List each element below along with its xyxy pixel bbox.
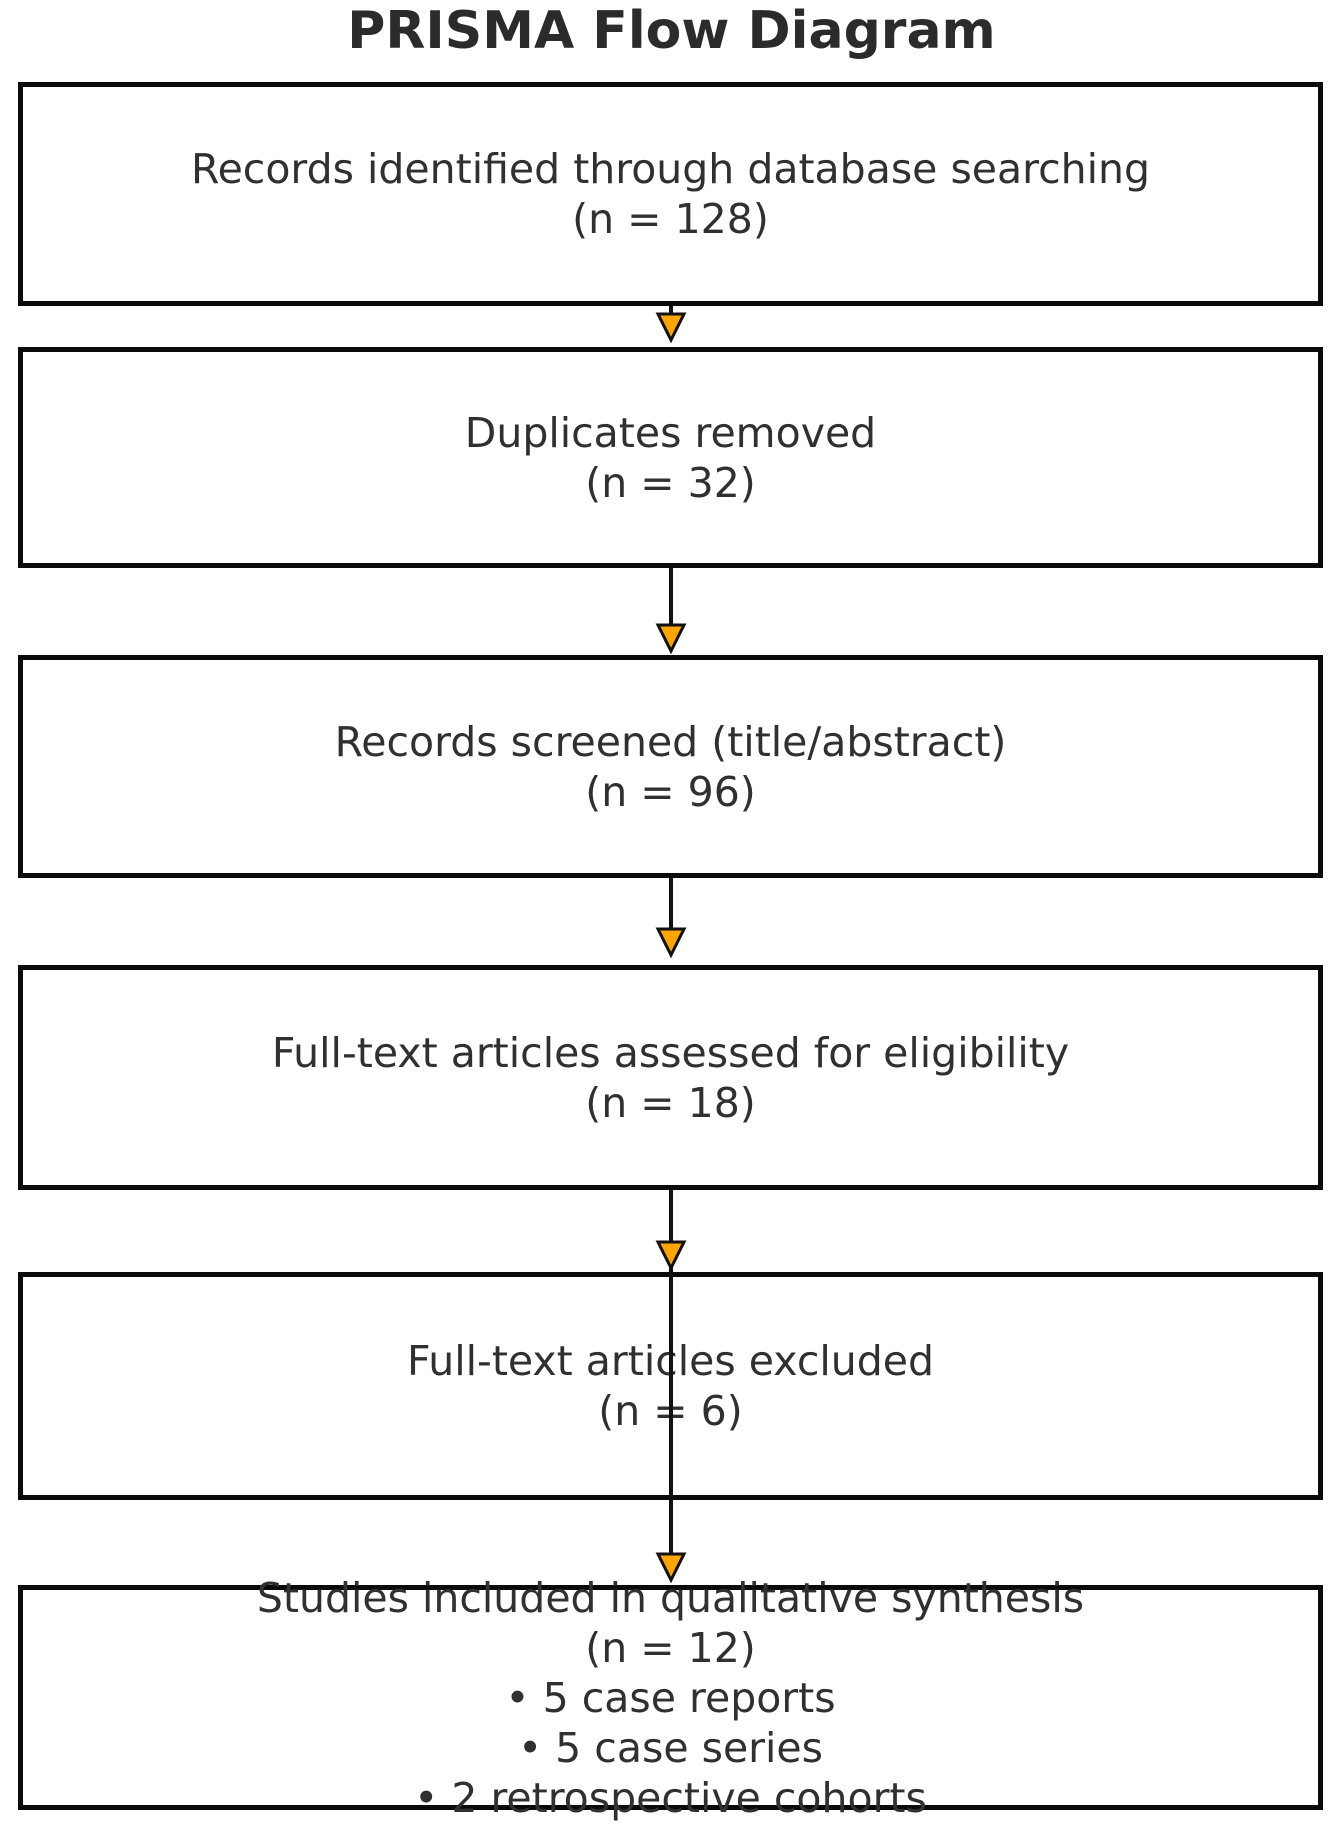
down-arrowhead-icon: [655, 623, 687, 655]
box-label-line: Full-text articles assessed for eligibil…: [271, 1028, 1070, 1077]
box-label-line: Duplicates removed: [464, 408, 877, 457]
down-arrowhead-icon: [655, 927, 687, 959]
box-label-line: Studies included in qualitative synthesi…: [256, 1573, 1085, 1622]
diagram-title: PRISMA Flow Diagram: [347, 1, 996, 61]
down-arrowhead-icon: [655, 312, 687, 344]
box-bullet-line: • 2 retrospective cohorts: [414, 1773, 927, 1822]
flow-box-fulltext-excluded: Full-text articles excluded (n = 6): [18, 1272, 1323, 1500]
box-text: Records identified through database sear…: [23, 144, 1318, 244]
down-arrowhead-icon: [655, 1240, 687, 1272]
box-count-line: (n = 18): [585, 1078, 756, 1127]
box-bullet-line: • 5 case series: [517, 1723, 824, 1772]
box-count-line: (n = 12): [585, 1623, 756, 1672]
flow-box-studies-included: Studies included in qualitative synthesi…: [18, 1574, 1323, 1822]
box-count-line: (n = 32): [585, 458, 756, 507]
flow-box-duplicates-removed: Duplicates removed (n = 32): [18, 347, 1323, 568]
box-text: Records screened (title/abstract) (n = 9…: [23, 717, 1318, 817]
box-count-line: (n = 128): [572, 195, 769, 243]
box-text: Full-text articles excluded (n = 6): [23, 1336, 1318, 1436]
box-label-line: Records screened (title/abstract): [334, 717, 1007, 766]
box-text: Duplicates removed (n = 32): [23, 408, 1318, 508]
box-text: Full-text articles assessed for eligibil…: [23, 1028, 1318, 1128]
box-text: Studies included in qualitative synthesi…: [23, 1573, 1318, 1823]
box-count-line: (n = 96): [585, 767, 756, 816]
box-label-line: Full-text articles excluded: [406, 1337, 935, 1385]
flow-box-fulltext-assessed: Full-text articles assessed for eligibil…: [18, 965, 1323, 1190]
box-count-line: (n = 6): [598, 1387, 743, 1435]
flow-box-records-screened: Records screened (title/abstract) (n = 9…: [18, 655, 1323, 878]
box-bullet-line: • 5 case reports: [505, 1673, 836, 1722]
flow-box-records-identified: Records identified through database sear…: [18, 82, 1323, 306]
box-label-line: Records identified through database sear…: [190, 145, 1151, 193]
